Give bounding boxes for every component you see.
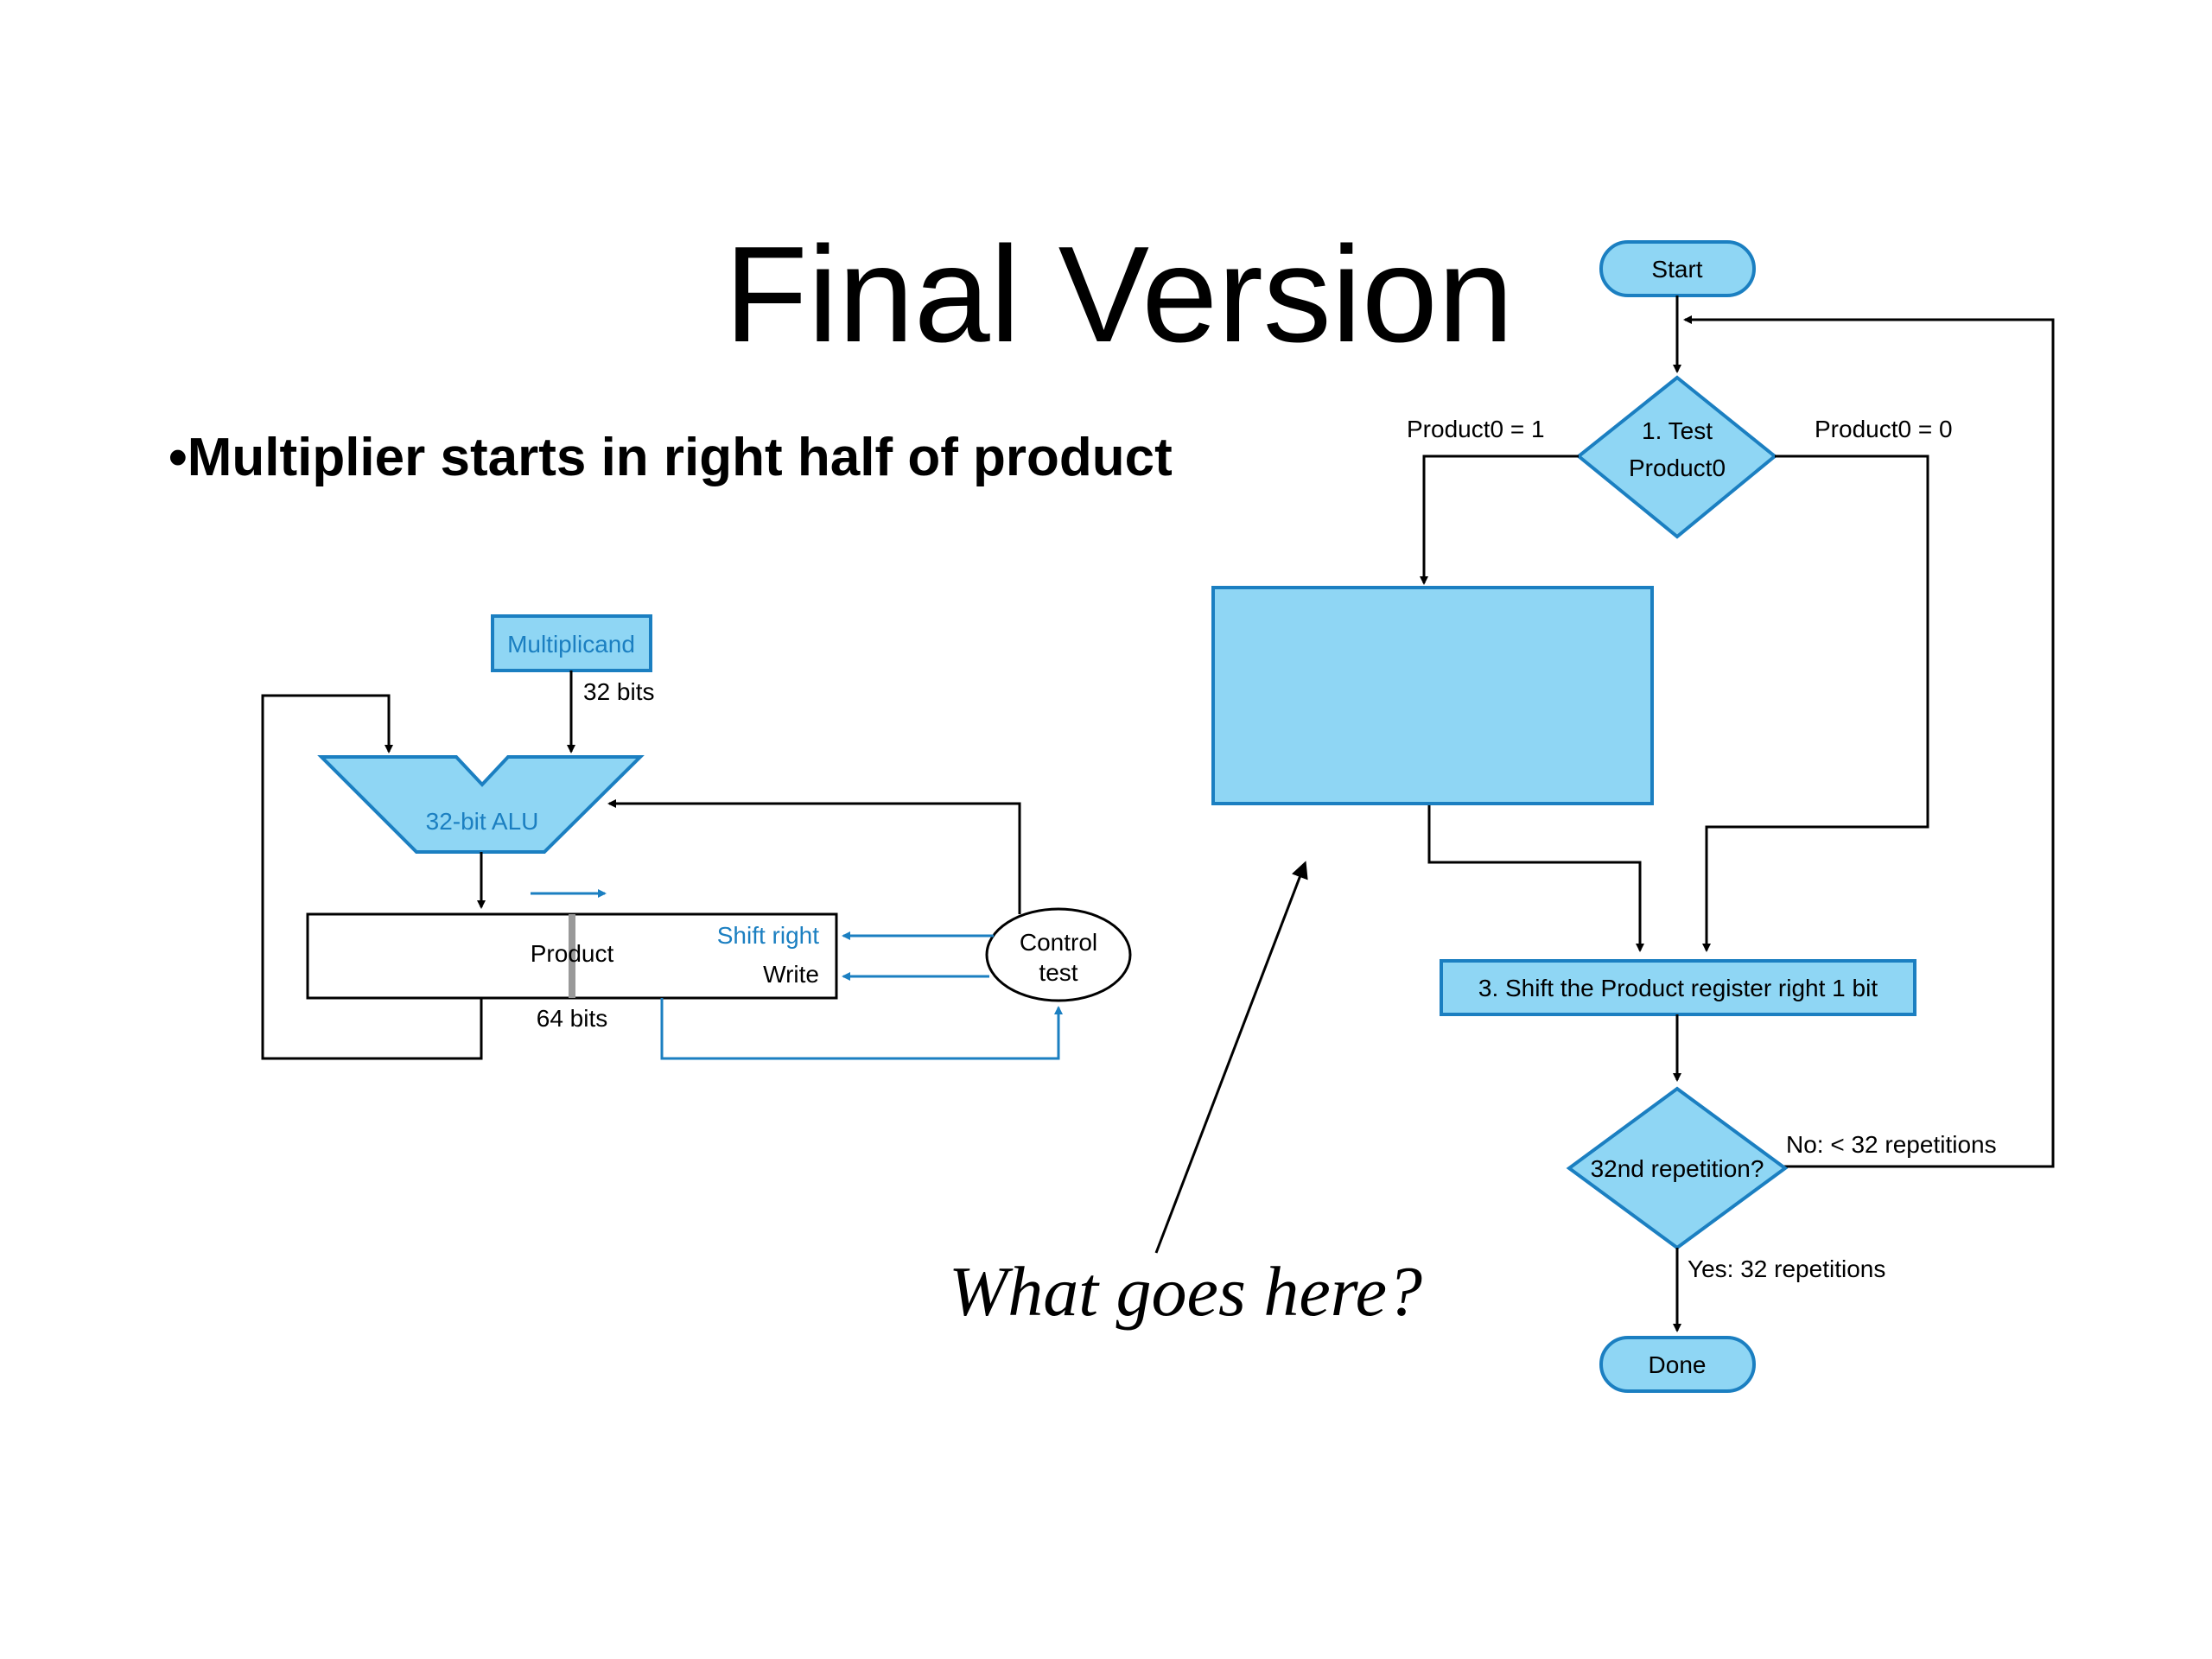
bullet-text: •Multiplier starts in right half of prod… [168, 428, 1173, 487]
control-label-line2: test [1039, 959, 1077, 986]
branch-product0-one-label: Product0 = 1 [1407, 416, 1545, 442]
shift-right-label: Shift right [717, 922, 819, 949]
blank-step-box [1211, 586, 1654, 805]
branch-zero-arrow [1702, 454, 1929, 952]
no-branch-label: No: < 32 repetitions [1786, 1131, 1997, 1158]
alu-shape [317, 755, 645, 854]
question-text: What goes here? [949, 1252, 1422, 1331]
loop-back-arrow [1683, 315, 2055, 1168]
alu-label: 32-bit ALU [426, 808, 539, 835]
multiplicand-label: Multiplicand [507, 631, 635, 658]
control-label-line1: Control [1020, 929, 1097, 956]
product-half-divider [569, 914, 575, 998]
blank-step-to-shift-arrow [1427, 805, 1644, 952]
flowchart: Start 1. Test Product0 Product0 = 1 Prod… [1211, 240, 2055, 1393]
product-width-label: 64 bits [537, 1005, 608, 1032]
repetition-label: 32nd repetition? [1591, 1155, 1764, 1182]
shift-step-box [1440, 959, 1916, 1016]
test-label-line1: 1. Test [1642, 417, 1713, 444]
product0-to-control-wire [660, 998, 1063, 1060]
yes-branch-label: Yes: 32 repetitions [1688, 1255, 1885, 1282]
multiplicand-width-label: 32 bits [583, 678, 655, 705]
write-label: Write [763, 961, 819, 988]
product-label: Product [531, 940, 614, 967]
test-label-line2: Product0 [1629, 454, 1726, 481]
start-label: Start [1651, 256, 1702, 283]
control-to-alu-wire [607, 799, 1021, 914]
branch-one-arrow [1420, 454, 1579, 585]
question-pointer-arrow [1154, 861, 1308, 1254]
done-terminal [1599, 1336, 1756, 1393]
test-product0-decision [1575, 375, 1778, 539]
control-test-unit [985, 907, 1132, 1002]
slide-title: Final Version [724, 219, 1513, 371]
product-to-alu-feedback-wire [261, 694, 483, 1060]
shift-step-label: 3. Shift the Product register right 1 bi… [1478, 975, 1878, 1001]
branch-product0-zero-label: Product0 = 0 [1815, 416, 1953, 442]
done-label: Done [1649, 1351, 1707, 1378]
hardware-diagram: Multiplicand 32 bits 32-bit ALU Product … [261, 614, 1132, 1060]
